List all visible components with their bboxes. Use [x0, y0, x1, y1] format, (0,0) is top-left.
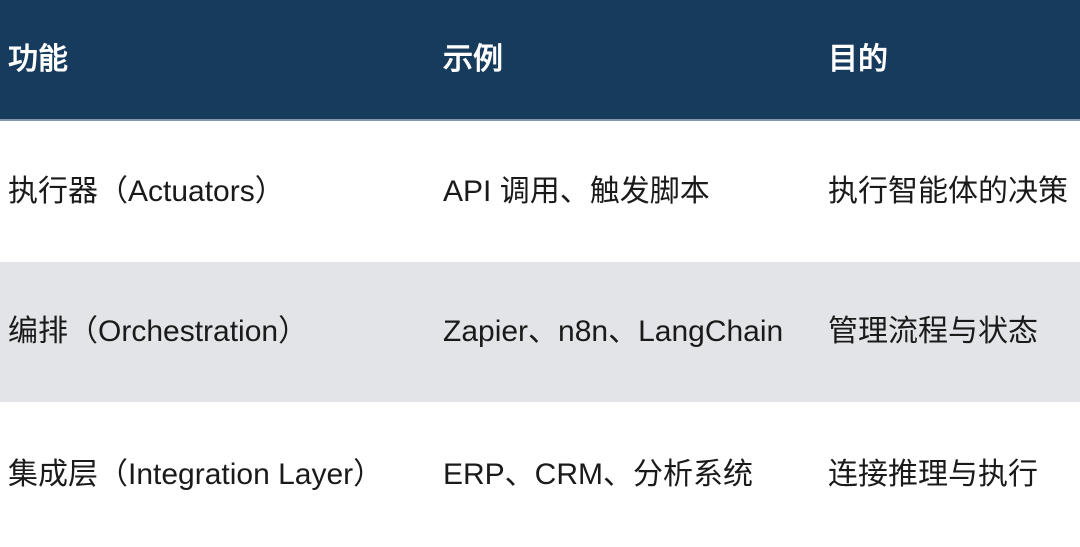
- column-header-purpose: 目的: [828, 42, 888, 76]
- cell-example-orchestration: Zapier、n8n、LangChain: [443, 315, 784, 348]
- cell-function-integration: 集成层（Integration Layer）: [8, 457, 384, 491]
- cell-purpose-integration: 连接推理与执行: [828, 457, 1038, 491]
- table-row: 执行器（Actuators） API 调用、触发脚本 执行智能体的决策: [0, 121, 1080, 262]
- table-row: 编排（Orchestration） Zapier、n8n、LangChain 管…: [0, 262, 1080, 402]
- cell-purpose-orchestration: 管理流程与状态: [828, 315, 1038, 348]
- column-header-function: 功能: [8, 42, 68, 76]
- column-header-example: 示例: [443, 42, 503, 76]
- table-row: 集成层（Integration Layer） ERP、CRM、分析系统 连接推理…: [0, 402, 1080, 547]
- cell-purpose-actuators: 执行智能体的决策: [828, 174, 1068, 208]
- table-header-row: 功能 示例 目的: [0, 0, 1080, 121]
- cell-example-actuators: API 调用、触发脚本: [443, 174, 710, 208]
- cell-example-integration: ERP、CRM、分析系统: [443, 457, 754, 491]
- cell-function-actuators: 执行器（Actuators）: [8, 174, 285, 208]
- cell-function-orchestration: 编排（Orchestration）: [8, 315, 309, 348]
